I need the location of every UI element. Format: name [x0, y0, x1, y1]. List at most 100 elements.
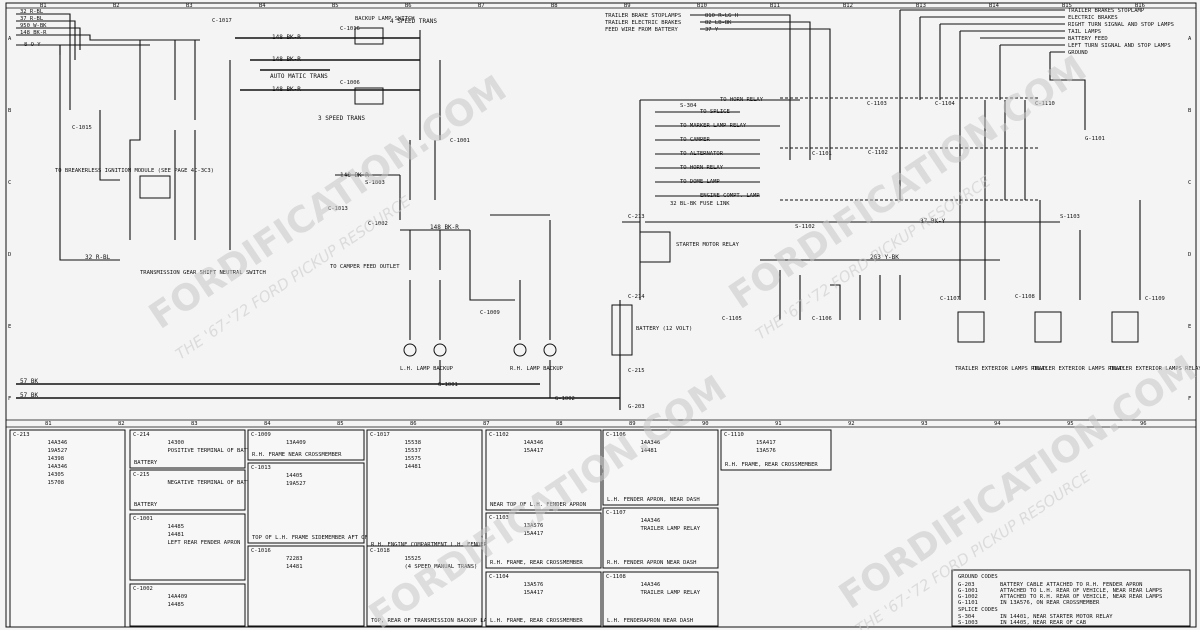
marker-relay-label: TO MARKER LAMP RELAY: [680, 123, 747, 129]
panel-line: NEGATIVE TERMINAL OF BATTERY: [168, 480, 261, 486]
trailer-in-wire-1: 810 R-LG H: [705, 13, 738, 19]
grid-top-label: B12: [843, 3, 853, 9]
panel-id: C-1108: [606, 574, 626, 580]
panel-id: C-213: [13, 432, 30, 438]
splice-code: S-304: [958, 614, 975, 620]
trailer-output-label: BATTERY FEED: [1068, 36, 1108, 42]
panel-title: NEAR TOP OF L.H. FENDER APRON: [490, 502, 586, 508]
wire-148-e: 148 BK-R: [430, 224, 459, 231]
connector-detail-panels: C-21314A34619A5271439814A3461430515708C-…: [9, 429, 832, 628]
neutral-switch: [139, 175, 171, 199]
panel-id: C-1018: [370, 548, 390, 554]
engine-lamp-label: ENGINE COMPT. LAMP: [700, 193, 760, 199]
input-label-5: 8 O-Y: [24, 42, 41, 48]
ground-code: G-1002: [958, 594, 978, 600]
wire-263: 263 Y-BK: [870, 254, 899, 261]
grid-row-label: C: [8, 180, 11, 186]
panel-line: 15538: [405, 440, 422, 446]
grid-row-label: F: [1188, 396, 1191, 402]
rh-backup-label: R.H. LAMP BACKUP: [510, 366, 564, 372]
grid-row-label: D: [1188, 252, 1191, 258]
trailer-output-label: ELECTRIC BRAKES: [1068, 15, 1118, 21]
splice-codes-title: SPLICE CODES: [958, 607, 998, 613]
auto-trans-label: AUTO MATIC TRANS: [270, 73, 328, 80]
grid-row-label: C: [1188, 180, 1191, 186]
panel-title: TOP, REAR OF TRANSMISSION BACKUP LAMP SW…: [371, 618, 517, 624]
ground-code-text: BATTERY CABLE ATTACHED TO R.H. FENDER AP…: [1000, 582, 1142, 588]
codes-box: [951, 569, 1191, 627]
conn-c214: C-214: [628, 294, 645, 300]
panel-id: C-1110: [724, 432, 744, 438]
grid-mid-label: 90: [702, 421, 709, 427]
watermark-brand-4: FORDIFICATION.COM: [832, 348, 1200, 617]
panel-line: 72283: [286, 556, 303, 562]
trailer-relay-label-3: TRAILER EXTERIOR LAMPS RELAY: [1109, 366, 1200, 372]
panel-title: L.H. FRAME, REAR CROSSMEMBER: [490, 618, 583, 624]
panel-frame: [129, 513, 246, 581]
panel-id: C-1001: [133, 516, 153, 522]
trailer-output-label: TAIL LAMPS: [1068, 29, 1101, 35]
conn-s1103: S-1103: [1060, 214, 1080, 220]
panel-title: L.H. FENDER APRON, NEAR DASH: [607, 497, 700, 503]
grid-row-label: F: [8, 396, 11, 402]
lh-backup-label: L.H. LAMP BACKUP: [400, 366, 454, 372]
conn-c213: C-213: [628, 214, 645, 220]
wire-148-b: 148 BK-R: [272, 56, 301, 63]
panel-id: C-1102: [489, 432, 509, 438]
panel-title: R.H. FRAME, REAR CROSSMEMBER: [490, 560, 583, 566]
conn-c1101: C-1101: [812, 151, 832, 157]
rh-backup-lamp-2: [543, 343, 557, 357]
panel-line: 14305: [48, 472, 65, 478]
trailer-relay-3: [1111, 311, 1139, 343]
grid-top-label: B1: [40, 3, 47, 9]
panel-frame: [720, 429, 832, 471]
transmission-section: 148 BK-R 148 BK-R 148 BK-R 148 BK-R 148 …: [16, 16, 621, 410]
panel-id: C-215: [133, 472, 150, 478]
trailer-relay-1: [957, 311, 985, 343]
watermark-brand-2: FORDIFICATION.COM: [722, 48, 1094, 317]
panel-line: 15537: [405, 448, 422, 454]
conn-s304: S-304: [680, 103, 697, 109]
panel-line: (4 SPEED MANUAL TRANS): [405, 564, 478, 570]
panel-title: R.H. FENDER APRON NEAR DASH: [607, 560, 696, 566]
trailer-in-3: FEED WIRE FROM BATTERY: [605, 27, 679, 33]
conn-c1105: C-1105: [722, 316, 742, 322]
panel-line: 14481: [641, 448, 658, 454]
conn-c1107: C-1107: [940, 296, 960, 302]
panel-line: POSITIVE TERMINAL OF BATTERY: [168, 448, 261, 454]
trailer-relay-label-1: TRAILER EXTERIOR LAMPS RELAY: [955, 366, 1048, 372]
battery-starter-section: BATTERY (12 VOLT) STARTER MOTOR RELAY TO…: [611, 97, 1060, 410]
panel-frame: [485, 571, 602, 627]
panel-frame: [602, 507, 719, 569]
grid-row-label: A: [1188, 36, 1192, 42]
grid-top-label: B2: [113, 3, 120, 9]
panel-frame: [602, 571, 719, 627]
panel-id: C-1104: [489, 574, 510, 580]
grid-row-label: E: [1188, 324, 1191, 330]
ground-code-text: ATTACHED TO L.H. REAR OF VEHICLE, NEAR R…: [1000, 588, 1162, 594]
grid-mid-label: 81: [45, 421, 52, 427]
three-speed-label: 3 SPEED TRANS: [318, 115, 365, 122]
trailer-in-1: TRAILER BRAKE STOPLAMPS: [605, 13, 681, 19]
grid-row-label: E: [8, 324, 11, 330]
panel-line: 14481: [405, 464, 422, 470]
panel-frame: [602, 429, 719, 506]
grid-row-label: B: [8, 108, 12, 114]
trailer-in-wire-3: 37 Y: [705, 27, 719, 33]
input-label-3: 950 W-BK: [20, 23, 47, 29]
panel-line: 15A417: [524, 448, 544, 454]
grid-mid-label: 96: [1140, 421, 1147, 427]
conn-c1016: C-1016: [340, 26, 360, 32]
trailer-relay-2: [1034, 311, 1062, 343]
panel-line: TRAILER LAMP RELAY: [641, 590, 701, 596]
trailer-output-label: RIGHT TURN SIGNAL AND STOP LAMPS: [1068, 22, 1174, 28]
panel-id: C-1017: [370, 432, 390, 438]
